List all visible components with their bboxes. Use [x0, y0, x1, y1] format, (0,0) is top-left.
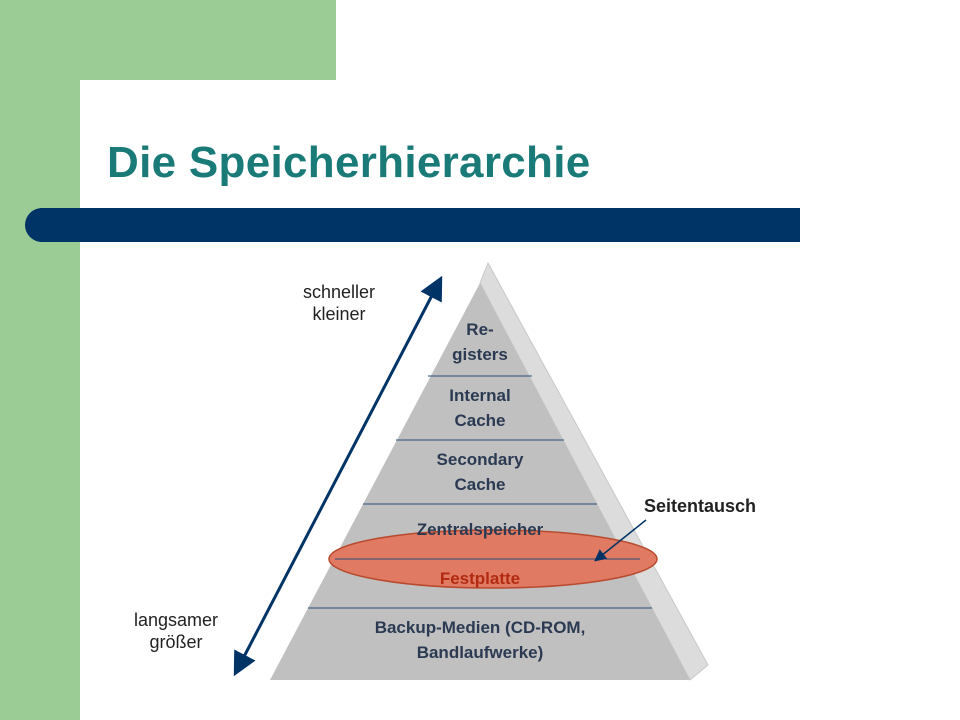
- level-main-memory: Zentralspeicher: [416, 520, 544, 539]
- page-swap-label: Seitentausch: [643, 496, 757, 516]
- slower-larger-label: langsamer größer: [133, 610, 219, 652]
- slide-title: Die Speicherhierarchie: [107, 138, 591, 187]
- level-secondary-cache: Secondary Cache: [436, 450, 524, 494]
- title-underline-bar: [40, 208, 800, 242]
- background-accent-left: [0, 0, 80, 720]
- level-registers: Re- gisters: [452, 320, 508, 364]
- level-backup-media: Backup-Medien (CD-ROM, Bandlaufwerke): [374, 618, 586, 662]
- level-hard-disk: Festplatte: [439, 569, 521, 588]
- level-internal-cache: Internal Cache: [449, 386, 511, 430]
- swap-pointer-arrow: [594, 519, 647, 562]
- background-accent-top: [80, 0, 336, 80]
- faster-smaller-label: schneller kleiner: [302, 282, 376, 324]
- speed-size-arrow: [233, 275, 443, 677]
